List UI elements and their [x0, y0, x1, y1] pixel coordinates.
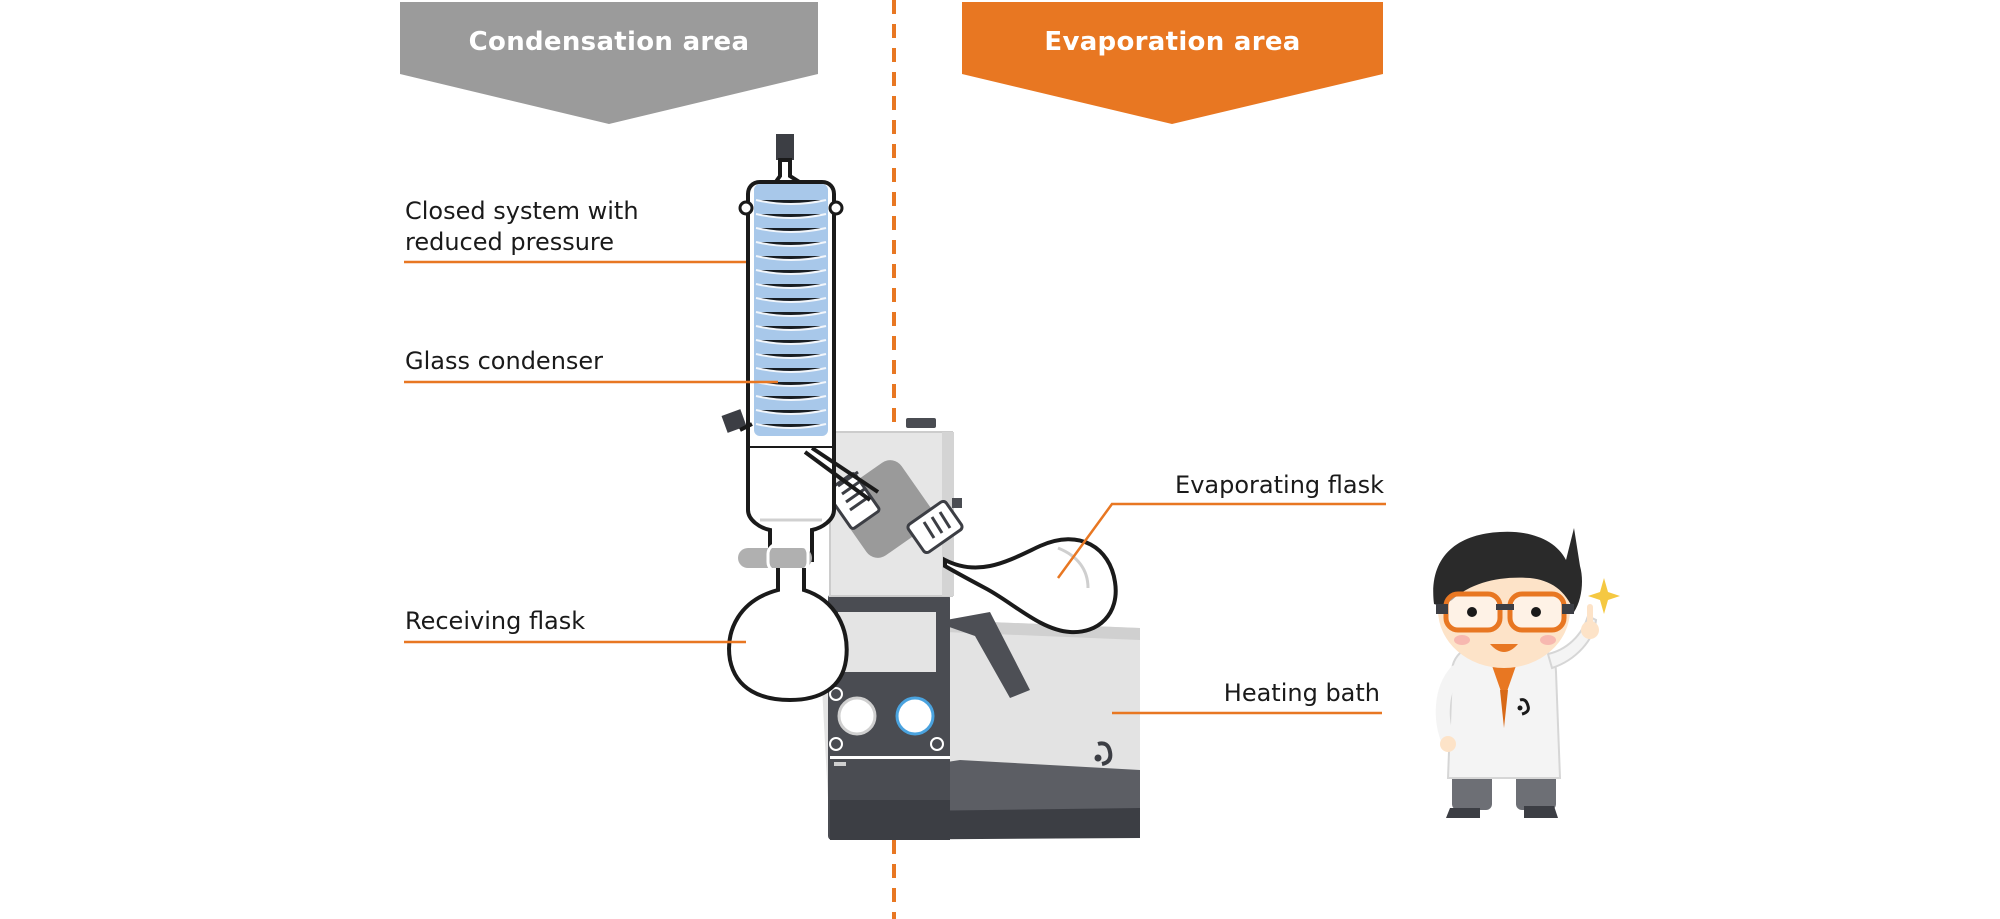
condenser-coils: [755, 199, 827, 429]
display-screen: [838, 612, 936, 672]
brand-logo-icon: [1094, 741, 1113, 766]
coolant-coil: [754, 184, 828, 436]
receiving-flask: [727, 568, 849, 703]
scientist-character-icon: [1433, 528, 1599, 818]
label-glass-condenser: Glass condenser: [405, 347, 604, 375]
label-evaporating-flask: Evaporating flask: [1175, 471, 1384, 499]
label-closed-system-line2: reduced pressure: [405, 228, 615, 256]
condensation-area-title: Condensation area: [468, 27, 750, 57]
left-knob: [837, 696, 877, 736]
right-knob: [895, 696, 935, 736]
control-unit: [828, 594, 950, 840]
evaporation-area-title: Evaporation area: [1044, 27, 1301, 57]
label-closed-system-line1: Closed system with: [405, 197, 639, 225]
label-receiving-flask: Receiving flask: [405, 607, 586, 635]
sparkle-icon: [1588, 578, 1620, 614]
label-heating-bath: Heating bath: [1223, 679, 1380, 707]
evaporation-banner: [962, 2, 1383, 124]
leader-lines: [404, 260, 1386, 715]
evaporating-flask: [943, 537, 1118, 635]
condensation-banner: [400, 2, 818, 124]
leader-evaporating-flask: [1056, 502, 1386, 579]
label-closed-system: Closed system with reduced pressure: [405, 196, 639, 258]
